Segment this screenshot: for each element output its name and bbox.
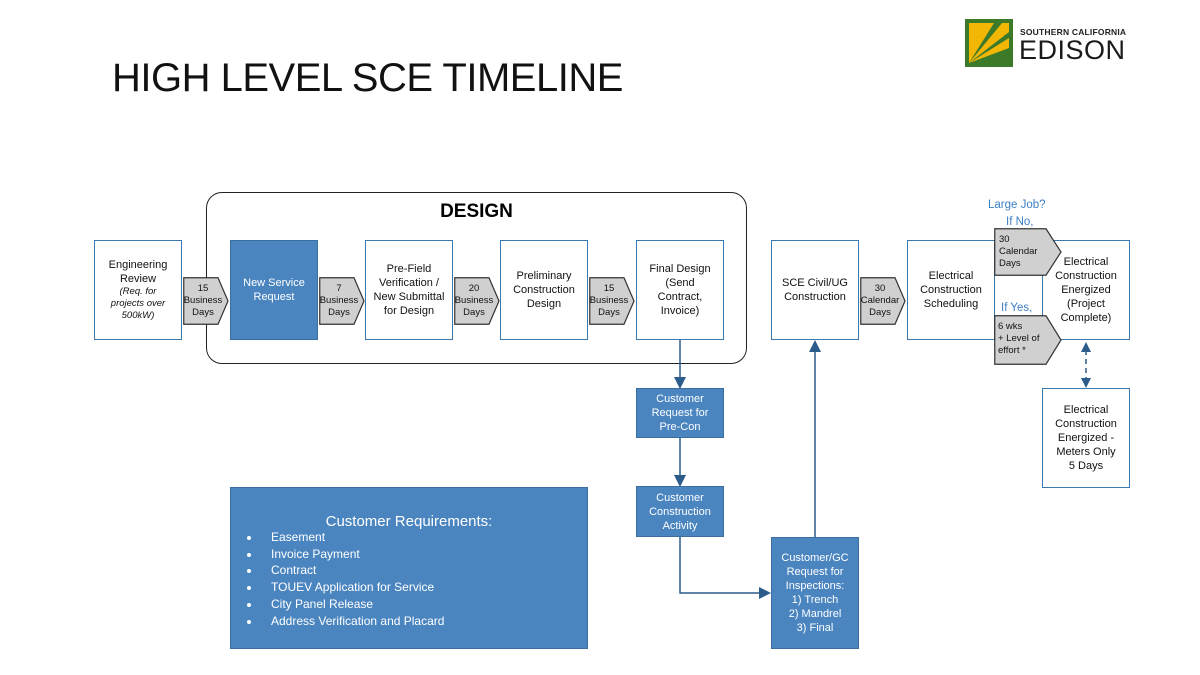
- requirement-item: TOUEV Application for Service: [261, 579, 444, 596]
- construction-activity-label: Customer Construction Activity: [649, 491, 711, 532]
- duration-label: 30 Calendar Days: [999, 234, 1038, 269]
- elec-energized-label: Electrical Construction Energized (Proje…: [1055, 256, 1117, 324]
- preliminary-design-box: Preliminary Construction Design: [500, 240, 588, 340]
- precon-box: Customer Request for Pre-Con: [636, 388, 724, 438]
- duration-label: 20 Business Days: [454, 283, 494, 318]
- edison-logo: [965, 19, 1013, 67]
- engineering-review-label: Engineering Review: [108, 259, 168, 285]
- elec-scheduling-box: Electrical Construction Scheduling: [907, 240, 995, 340]
- duration-chevron: 7 Business Days: [319, 277, 365, 325]
- requirement-item: City Panel Release: [261, 596, 444, 613]
- engineering-review-box: Engineering Review (Req. for projects ov…: [94, 240, 182, 340]
- pre-field-verification-label: Pre-Field Verification / New Submittal f…: [373, 263, 445, 317]
- precon-label: Customer Request for Pre-Con: [651, 393, 709, 433]
- duration-label: 15 Business Days: [183, 283, 223, 318]
- requirement-item: Invoice Payment: [261, 546, 444, 563]
- logo-line2: EDISON: [1019, 35, 1126, 65]
- page-title: HIGH LEVEL SCE TIMELINE: [112, 56, 623, 100]
- requirements-title: Customer Requirements:: [325, 513, 493, 530]
- large-job-note: Large Job?: [988, 199, 1046, 211]
- engineering-review-note: (Req. for projects over 500kW): [110, 286, 166, 321]
- sce-civil-label: SCE Civil/UG Construction: [781, 277, 848, 303]
- duration-label: 30 Calendar Days: [860, 283, 900, 318]
- duration-label: 7 Business Days: [319, 283, 359, 318]
- duration-chevron-no: 30 Calendar Days: [994, 228, 1062, 276]
- pre-field-verification-box: Pre-Field Verification / New Submittal f…: [365, 240, 453, 340]
- requirements-list: Easement Invoice Payment Contract TOUEV …: [241, 529, 444, 629]
- customer-requirements-panel: Customer Requirements: Easement Invoice …: [230, 487, 588, 649]
- design-label: DESIGN: [440, 201, 513, 222]
- requirement-item: Easement: [261, 529, 444, 546]
- requirement-item: Contract: [261, 562, 444, 579]
- duration-chevron: 15 Business Days: [589, 277, 635, 325]
- final-design-label: Final Design (Send Contract, Invoice): [649, 263, 711, 317]
- if-yes-note: If Yes,: [1001, 302, 1033, 314]
- inspections-box: Customer/GC Request for Inspections: 1) …: [771, 537, 859, 649]
- preliminary-design-label: Preliminary Construction Design: [513, 270, 575, 310]
- construction-activity-box: Customer Construction Activity: [636, 486, 724, 537]
- final-design-box: Final Design (Send Contract, Invoice): [636, 240, 724, 340]
- duration-chevron: 30 Calendar Days: [860, 277, 906, 325]
- duration-chevron: 15 Business Days: [183, 277, 229, 325]
- duration-label: 15 Business Days: [589, 283, 629, 318]
- duration-chevron-yes: 6 wks + Level of effort *: [994, 315, 1062, 365]
- if-no-note: If No,: [1006, 216, 1034, 228]
- elec-scheduling-label: Electrical Construction Scheduling: [920, 270, 982, 310]
- requirement-item: Address Verification and Placard: [261, 613, 444, 630]
- new-service-request-label: New Service Request: [243, 277, 305, 303]
- meters-only-box: Electrical Construction Energized - Mete…: [1042, 388, 1130, 488]
- meters-only-label: Electrical Construction Energized - Mete…: [1055, 404, 1117, 472]
- inspections-label: Customer/GC Request for Inspections: 1) …: [781, 552, 849, 634]
- duration-label: 6 wks + Level of effort *: [998, 321, 1040, 356]
- logo-line1: SOUTHERN CALIFORNIA: [1020, 27, 1127, 37]
- sce-civil-box: SCE Civil/UG Construction: [771, 240, 859, 340]
- duration-chevron: 20 Business Days: [454, 277, 500, 325]
- new-service-request-box: New Service Request: [230, 240, 318, 340]
